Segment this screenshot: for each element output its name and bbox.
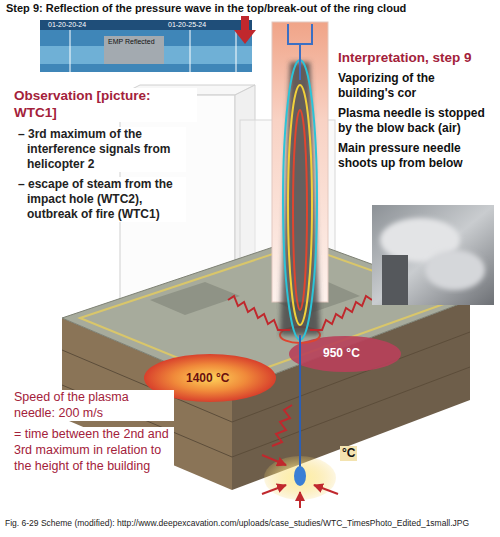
ring-cloud-outer [283, 60, 317, 340]
timestamp: 01-20-20-24 [48, 21, 86, 29]
observation-item: – 3rd maximum of the interference signal… [18, 127, 186, 172]
temperature-label: 950 °C [323, 346, 360, 361]
pressure-arrow [314, 485, 338, 494]
smoke-column [280, 62, 320, 335]
emp-block [104, 36, 164, 64]
observation-heading: Observation [picture: WTC1] [12, 88, 197, 122]
figure-title: Step 9: Reflection of the pressure wave … [6, 2, 498, 16]
photo-smoke [425, 250, 485, 290]
pressure-arrow [262, 455, 286, 465]
temperature-label: °C [340, 446, 357, 461]
speed-note: = time between the 2nd and 3rd maximum i… [12, 427, 174, 474]
pressure-wave [272, 405, 292, 446]
ring-cloud-middle [288, 85, 312, 325]
photo-building [382, 255, 408, 305]
pointer-arrow-head [234, 30, 256, 44]
heat-zone-950 [289, 336, 401, 372]
pressure-arrow [262, 485, 286, 494]
interpretation-note: Plasma needle is stopped by the blow bac… [338, 106, 494, 136]
timeline-mark [190, 30, 191, 72]
pressure-arrow [299, 492, 301, 508]
pressure-wave [310, 296, 372, 330]
needle-source [294, 466, 306, 486]
observation-item: – escape of steam from the impact hole (… [18, 177, 186, 222]
pressure-wave [228, 296, 290, 330]
interpretation-heading: Interpretation, step 9 [338, 50, 496, 67]
interpretation-note: Main pressure needle shoots up from belo… [338, 141, 494, 171]
timeline-mark [236, 30, 237, 72]
speed-note: Speed of the plasma needle: 200 m/s [12, 390, 174, 421]
plasma-needle [299, 335, 301, 468]
needle-fork [288, 24, 312, 80]
figure-caption: Fig. 6-29 Scheme (modified): http://www.… [5, 518, 497, 529]
signal-label: EMP Reflected [108, 38, 155, 46]
pointer-arrow-shaft [241, 16, 249, 30]
timestamp: 01-20-25-24 [168, 21, 206, 29]
timeline-panel [40, 20, 252, 72]
timeline-mark [70, 30, 71, 72]
wtc1-photo [372, 205, 494, 305]
ring-cloud-inner [293, 110, 307, 310]
interpretation-note: Vaporizing of the building's cor [338, 71, 494, 101]
timeline-strip [40, 20, 252, 30]
foundation-wall [80, 245, 455, 380]
temperature-label: 1400 °C [186, 371, 230, 386]
tower-footprint [150, 282, 240, 315]
